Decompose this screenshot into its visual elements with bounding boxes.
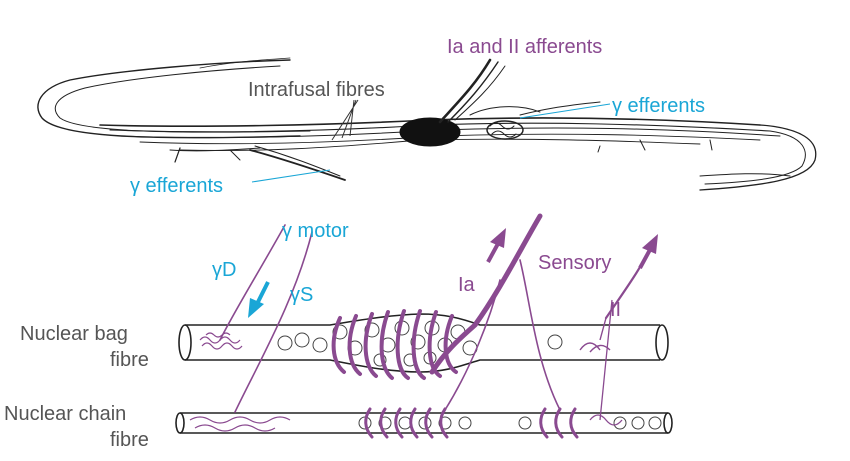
sensory-up-arrow-icon xyxy=(642,234,658,254)
ia-spiral-chain xyxy=(364,407,579,439)
nuclear-chain-fibre xyxy=(175,412,673,434)
label-nuclear-chain-line1: Nuclear chain xyxy=(4,403,126,425)
nuclear-chain-nuclei xyxy=(358,416,662,430)
gamma-down-arrow-icon xyxy=(248,298,264,318)
spindle-drawing xyxy=(37,57,817,191)
ii-ending-bag xyxy=(579,317,611,353)
label-nuclear-chain-line2: fibre xyxy=(110,429,149,451)
label-gamma-s: γS xyxy=(290,284,313,306)
ii-ending-chain xyxy=(589,299,623,426)
label-gamma-motor: γ motor xyxy=(282,220,349,242)
arrows xyxy=(248,228,658,318)
gamma-s-trail-ending xyxy=(189,416,291,432)
label-ii: II xyxy=(610,299,621,321)
label-sensory: Sensory xyxy=(538,252,611,274)
label-nuclear-bag-line2: fibre xyxy=(110,349,149,371)
label-intrafusal-fibres: Intrafusal fibres xyxy=(248,79,385,101)
label-gamma-d: γD xyxy=(212,259,236,281)
gamma-d-plate-ending xyxy=(199,332,243,350)
ia-up-arrow-icon xyxy=(490,228,506,248)
label-ia-ii-afferents: Ia and II afferents xyxy=(447,36,602,58)
label-ia: Ia xyxy=(458,274,476,296)
label-gamma-efferents-left: γ efferents xyxy=(130,175,223,197)
label-nuclear-bag-line1: Nuclear bag xyxy=(20,323,128,345)
top-leader-lines xyxy=(251,99,611,183)
nuclear-bag-fibre xyxy=(178,313,669,373)
label-gamma-efferents-right: γ efferents xyxy=(612,95,705,117)
